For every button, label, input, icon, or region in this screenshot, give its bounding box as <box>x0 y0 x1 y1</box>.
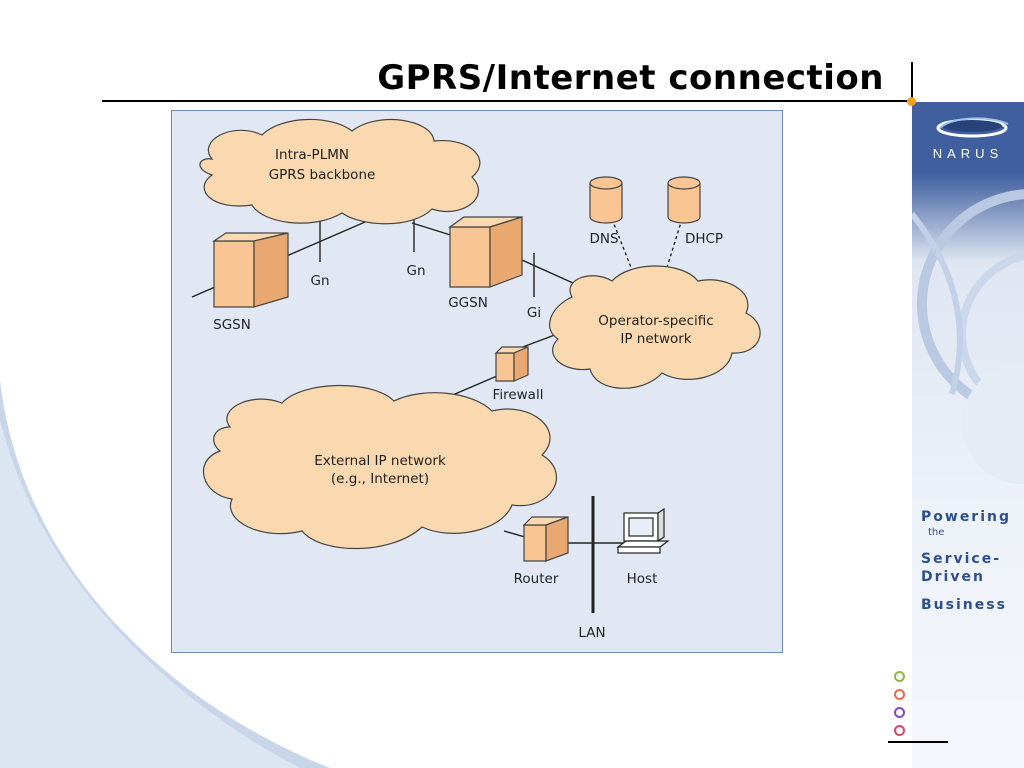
slide-title: GPRS/Internet connection <box>377 58 884 98</box>
lan-label: LAN <box>578 625 605 641</box>
gprs-diagram: Intra-PLMN GPRS backbone Operator-specif… <box>171 110 783 653</box>
title-vertical-rule <box>911 62 913 102</box>
backbone-label-line-2: GPRS backbone <box>269 167 376 183</box>
logo-swirl-icon <box>936 117 1009 138</box>
gi-label: Gi <box>527 305 541 321</box>
sidebar-globe-art <box>912 189 1024 484</box>
dhcp-server-icon <box>667 176 701 224</box>
link-dns <box>611 218 635 276</box>
tagline-powering: Powering <box>921 509 1011 525</box>
sgsn-node-icon <box>212 232 289 308</box>
gn-label-1: Gn <box>310 273 329 289</box>
tagline-driven: Driven <box>921 569 985 585</box>
ggsn-node-icon <box>448 216 523 288</box>
host-computer-icon <box>616 507 670 554</box>
title-accent-dot <box>907 97 916 106</box>
backbone-label-line-1: Intra-PLMN <box>275 147 349 163</box>
circle-bullet-icon <box>894 707 905 718</box>
firewall-label: Firewall <box>493 387 544 403</box>
tagline-the: the <box>928 527 945 538</box>
dns-label: DNS <box>589 231 618 247</box>
title-rule <box>102 100 912 102</box>
tagline-business: Business <box>921 597 1007 613</box>
external-label-line-2: (e.g., Internet) <box>331 471 429 487</box>
dhcp-label: DHCP <box>685 231 723 247</box>
cloud-external <box>202 384 557 550</box>
logo-text: NARUS <box>932 146 1004 161</box>
cloud-backbone <box>199 118 481 225</box>
tagline-service: Service- <box>921 551 1002 567</box>
narus-logo: NARUS <box>912 102 1024 174</box>
operator-label-line-1: Operator-specific <box>598 313 713 329</box>
sidebar: NARUS <box>912 102 1024 768</box>
dns-server-icon <box>589 176 623 224</box>
ggsn-label: GGSN <box>448 295 488 311</box>
sgsn-label: SGSN <box>213 317 251 333</box>
gn-label-2: Gn <box>406 263 425 279</box>
circle-bullet-icon <box>894 725 905 736</box>
router-node-icon <box>522 516 569 562</box>
host-label: Host <box>627 571 658 587</box>
operator-label-line-2: IP network <box>620 331 691 347</box>
circle-bullet-icon <box>894 689 905 700</box>
bottom-rule <box>888 741 948 743</box>
external-label-line-1: External IP network <box>314 453 446 469</box>
cloud-operator <box>549 265 761 389</box>
circle-bullet-icon <box>894 671 905 682</box>
router-label: Router <box>514 571 559 587</box>
firewall-node-icon <box>494 346 529 382</box>
